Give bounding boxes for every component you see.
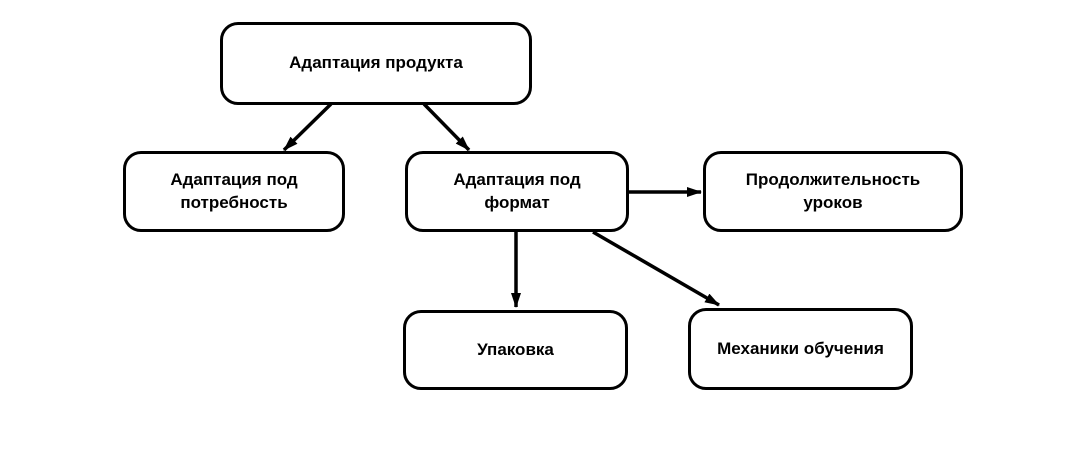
- node-label: Адаптация под формат: [453, 170, 581, 212]
- edge-product-to-need: [282, 102, 333, 152]
- edge-product-to-format: [422, 102, 471, 152]
- node-label: Адаптация под потребность: [170, 170, 298, 212]
- node-label: Продолжительность уроков: [745, 170, 921, 212]
- node-packaging[interactable]: Упаковка: [403, 310, 628, 390]
- node-need-adaptation[interactable]: Адаптация под потребность: [123, 151, 345, 232]
- node-learning-mechanics[interactable]: Механики обучения: [688, 308, 913, 390]
- edge-format-to-mechanics: [592, 230, 720, 307]
- node-label: Механики обучения: [717, 338, 884, 358]
- node-lesson-duration[interactable]: Продолжительность уроков: [703, 151, 963, 232]
- node-format-adaptation[interactable]: Адаптация под формат: [405, 151, 629, 232]
- node-product-adaptation[interactable]: Адаптация продукта: [220, 22, 532, 105]
- node-label: Адаптация продукта: [289, 53, 463, 73]
- node-label: Упаковка: [477, 339, 554, 359]
